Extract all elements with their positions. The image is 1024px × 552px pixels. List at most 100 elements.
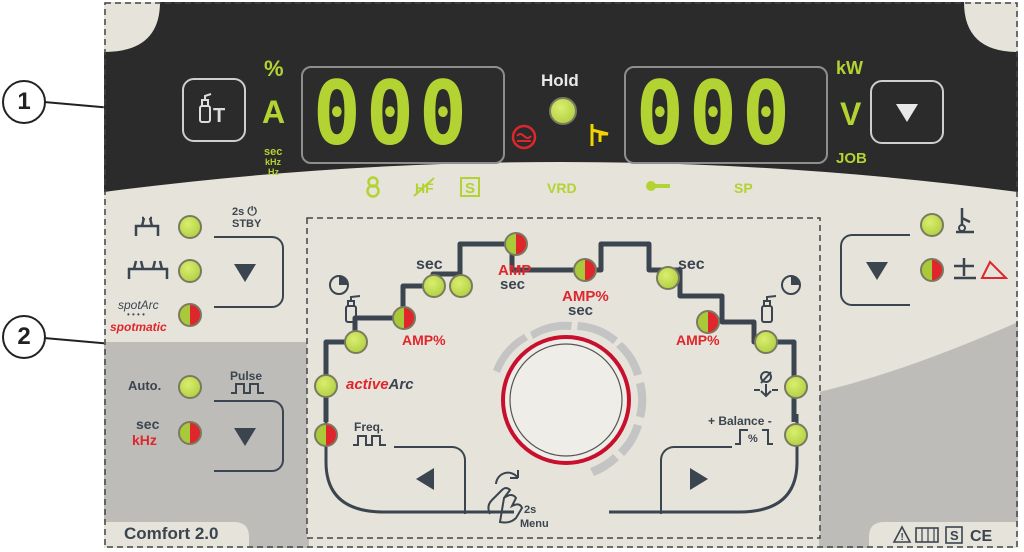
sequence-right-button[interactable] — [660, 446, 732, 514]
balance-percent-label: % — [748, 433, 758, 445]
tungsten-electrode-icon — [754, 371, 778, 398]
standard-torch-led — [920, 213, 944, 237]
gas-test-button[interactable]: T — [182, 78, 246, 142]
2-cycle-icon — [134, 216, 160, 236]
gas-pre-flow-clock-icon — [329, 275, 349, 295]
function-torch-icon — [954, 258, 1009, 280]
gas-post-flow-led — [754, 330, 778, 354]
unit-v: V — [840, 96, 862, 132]
pulse-time-led — [178, 421, 202, 445]
activarc-label: activeArc — [346, 376, 414, 393]
press-hand-icon — [487, 470, 524, 524]
balance-label: + Balance - — [708, 414, 772, 428]
khz-label-left: kHz — [132, 432, 157, 448]
hf-off-icon: HF — [413, 177, 435, 197]
s-mark-label: S — [950, 528, 959, 543]
right-seven-segment-display: 000 — [624, 66, 828, 164]
control-panel: T % A sec kHz Hz 000 Hold 000 kW V JOB H… — [104, 2, 1018, 548]
secondary-current-led — [573, 258, 597, 282]
sec-label-left: sec — [136, 416, 160, 432]
frequency-led — [314, 423, 338, 447]
4-cycle-led — [178, 259, 202, 283]
start-current-led — [392, 306, 416, 330]
menu-label: Menu — [520, 518, 549, 530]
upslope-start-led — [422, 274, 446, 298]
dial-segments — [493, 321, 647, 476]
pulse-label: Pulse — [230, 369, 263, 383]
unit-kw: kW — [836, 58, 863, 78]
gas-bottle-icon-left — [345, 295, 361, 323]
standby-time: 2s — [232, 206, 245, 218]
vrd-torch-icon — [590, 124, 609, 146]
svg-text:T: T — [213, 105, 225, 127]
2-cycle-led — [178, 215, 202, 239]
svg-text:!: ! — [901, 532, 904, 543]
auto-pulse-led — [178, 375, 202, 399]
amp-percent-right-label: AMP% — [676, 332, 720, 348]
spot-led — [178, 303, 202, 327]
vrd-label: VRD — [547, 180, 577, 196]
sec-left-label: sec — [416, 256, 443, 273]
gas-torch-icon: T — [199, 93, 225, 127]
callout-2: 2 — [2, 315, 46, 359]
auto-label: Auto. — [128, 378, 162, 393]
unit-amp: A — [262, 94, 286, 130]
end-current-led — [696, 310, 720, 334]
hold-label: Hold — [541, 71, 579, 90]
stby-label: STBY — [232, 218, 262, 230]
sp-label: SP — [734, 180, 753, 196]
sec-right-label: sec — [678, 256, 705, 273]
lift-arc-icon — [366, 176, 380, 198]
upslope-led — [449, 274, 473, 298]
spotarc-label: spotArc — [118, 298, 159, 312]
unit-job: JOB — [836, 150, 867, 167]
welding-mode-button[interactable] — [214, 236, 284, 308]
frequency-wave-icon — [353, 435, 386, 446]
main-current-led — [504, 232, 528, 256]
down-arrow-icon — [234, 428, 256, 446]
down-arrow-icon — [896, 104, 918, 122]
gas-post-flow-clock-icon — [781, 275, 801, 295]
activarc-led — [314, 374, 338, 398]
freq-label: Freq. — [354, 420, 384, 434]
amp-sec-label: sec — [500, 276, 526, 293]
right-display-digits: 000 — [636, 62, 796, 165]
left-arrow-icon — [416, 468, 434, 490]
down-arrow-icon — [866, 262, 888, 280]
down-arrow-icon — [234, 264, 256, 282]
amp-percent-left-label: AMP% — [402, 332, 446, 348]
key-lock-icon — [646, 181, 670, 191]
4-cycle-icon — [127, 260, 169, 279]
model-label: Comfort 2.0 — [124, 524, 219, 543]
pulse-wave-icon — [231, 383, 264, 394]
function-torch-led — [920, 258, 944, 282]
standard-torch-icon — [956, 208, 974, 234]
amp-percent-mid-label: AMP% — [562, 288, 609, 305]
certification-icons: ! S CE — [892, 525, 993, 545]
spotmatic-label: spotmatic — [110, 320, 167, 334]
menu-2s-label: 2s — [524, 504, 537, 516]
gas-pre-flow-led — [344, 330, 368, 354]
sequence-left-button[interactable] — [394, 446, 466, 514]
overheat-warning-icon — [511, 124, 537, 150]
power-icon: ⏻ — [247, 204, 257, 218]
svg-text:S: S — [465, 180, 475, 197]
torch-mode-button[interactable] — [840, 234, 910, 306]
activarc-part-b: Arc — [388, 376, 414, 393]
unit-khz: kHz — [265, 157, 282, 167]
left-display-digits: 000 — [313, 62, 473, 165]
balance-led — [784, 423, 808, 447]
callout-1: 1 — [2, 80, 46, 124]
display-select-button[interactable] — [870, 80, 944, 144]
pulse-mode-button[interactable] — [214, 400, 284, 472]
right-arrow-icon — [690, 468, 708, 490]
unit-percent: % — [264, 56, 284, 81]
standby-label: 2s ⏻ — [232, 204, 257, 219]
callout-1-leader — [43, 101, 104, 109]
rotary-dial[interactable] — [503, 337, 629, 463]
downslope-led — [656, 266, 680, 290]
electrode-diameter-led — [784, 375, 808, 399]
ce-mark-label: CE — [970, 528, 993, 545]
amp-label: AMP — [498, 262, 532, 279]
activarc-part-a: active — [346, 376, 389, 393]
